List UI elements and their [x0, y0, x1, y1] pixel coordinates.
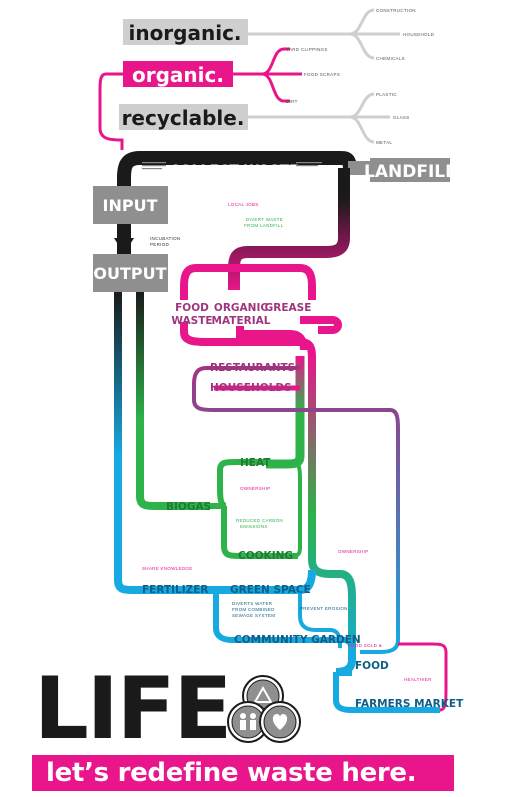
label-waste: WASTE: [171, 315, 212, 327]
organic-to-collect-line: [98, 72, 124, 150]
note-local-jobs: LOCAL JOBS: [228, 202, 259, 207]
input-box: [93, 186, 168, 224]
label-material: MATERIAL: [212, 315, 271, 327]
note-ownership-2: OWNERSHIP: [338, 549, 368, 554]
note-diverts-water-2: FROM COMBINED: [232, 607, 275, 612]
note-incubation-2: PERIOD: [150, 242, 170, 247]
inorganic-label: inorganic.: [128, 21, 241, 45]
label-community-garden: COMMUNITY GARDEN: [234, 634, 361, 646]
restaurants-loop: [192, 366, 400, 654]
recyclable-label: recyclable.: [122, 106, 245, 130]
note-diverts-water-3: SEWAGE SYSTEM: [232, 613, 275, 618]
collect-waste-label: COLLECT WASTE: [169, 163, 298, 179]
output-box: [93, 254, 168, 292]
label-green-space: GREEN SPACE: [230, 584, 311, 596]
label-farmers-market: FARMERS MARKET: [355, 698, 464, 710]
recyclable-branches: [248, 92, 390, 144]
note-reduced-1: REDUCED CARBON: [236, 518, 283, 523]
label-households: HOUSEHOLDS: [210, 382, 292, 394]
label-cooking: COOKING: [238, 550, 293, 562]
label-fertilizer: FERTILIZER: [142, 584, 209, 596]
down-arrow: [114, 238, 134, 254]
item-metal: METAL: [376, 140, 392, 145]
biogas-cooking-loop: [221, 506, 298, 559]
item-dirt: DIRT: [286, 99, 298, 104]
item-yard-clippings: YARD CLIPPINGS: [286, 47, 328, 52]
label-biogas: BIOGAS: [166, 501, 211, 513]
collect-right-stream: [228, 168, 350, 290]
life-wordmark: LIFE: [34, 659, 232, 759]
label-restaurants: RESTAURANTS: [210, 362, 295, 374]
note-ownership-1: OWNERSHIP: [240, 486, 270, 491]
item-household: HOUSEHOLD: [403, 32, 435, 37]
slogan-banner: [32, 755, 454, 791]
recyclable-box: [119, 104, 248, 130]
label-heat: HEAT: [240, 457, 271, 469]
label-food-outcome: FOOD: [355, 660, 389, 672]
slogan-text: let’s redefine waste here.: [46, 758, 417, 788]
item-chemicals: CHEMICALS: [376, 56, 405, 61]
biogas-heat-loop: [210, 459, 266, 509]
input-label: INPUT: [103, 196, 158, 215]
note-healthier: HEALTHIER: [404, 677, 432, 682]
central-right-stream: [308, 356, 356, 676]
collect-microtext: [142, 162, 322, 170]
heart-hands-icon: [259, 701, 301, 743]
item-food-scraps: FOOD SCRAPS: [304, 72, 340, 77]
label-grease: GREASE: [265, 302, 312, 314]
output-label: OUTPUT: [93, 264, 166, 283]
note-reduced-2: EMISSIONS: [240, 524, 268, 529]
landfill-box: [370, 158, 450, 182]
output-to-fertilizer-stream: [114, 292, 150, 594]
output-to-biogas-stream: [136, 292, 210, 510]
item-glass: GLASS: [393, 115, 410, 120]
inorganic-branches: [248, 8, 400, 60]
inorganic-box: [123, 19, 248, 45]
note-share-knowledge: SHARE KNOWLEDGE: [142, 566, 193, 571]
organic-box: [123, 61, 233, 87]
note-divert-1: DIVERT WASTE: [246, 217, 283, 222]
note-food-sold: FOOD SOLD &: [348, 643, 382, 648]
note-diverts-water-1: DIVERTS WATER: [232, 601, 273, 606]
heat-to-cooking-right: [289, 460, 302, 558]
label-organic: ORGANIC: [214, 302, 268, 314]
waste-type-flows: [180, 264, 342, 361]
note-divert-2: FROM LANDFILL: [244, 223, 284, 228]
item-plastic: PLASTIC: [376, 92, 397, 97]
organic-branches: [232, 47, 302, 103]
item-construction: CONSTRUCTION: [376, 8, 416, 13]
organic-label: organic.: [132, 63, 224, 87]
note-incubation-1: INCUBATION: [150, 236, 180, 241]
note-prevent-erosion: PREVENT EROSION: [300, 606, 348, 611]
label-food: FOOD: [175, 302, 209, 314]
landfill-label: LANDFILL: [364, 162, 456, 182]
cyan-lower-flows: [150, 569, 448, 713]
